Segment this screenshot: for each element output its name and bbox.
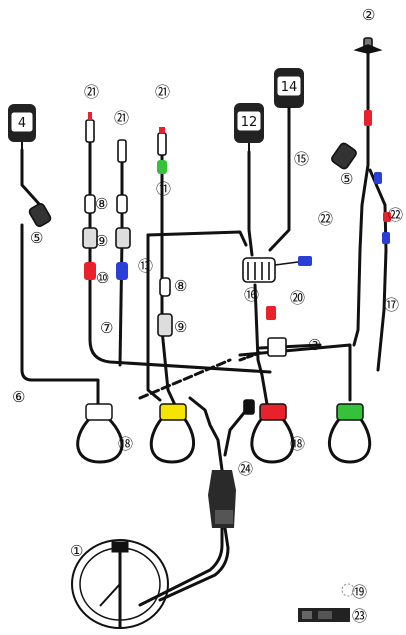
misc-marks <box>298 583 355 622</box>
label-6: ⑥ <box>12 388 25 406</box>
label-11: ⑪ <box>156 180 171 198</box>
label-17: ⑰ <box>384 296 399 314</box>
centrifuge-disc <box>71 539 169 629</box>
tubing-lines <box>20 48 388 607</box>
label-10: ⑩ <box>96 269 109 287</box>
label-5a: ⑤ <box>30 229 43 247</box>
label-9a: ⑨ <box>95 232 108 250</box>
label-7: ⑦ <box>100 319 113 337</box>
label-22b: ㉒ <box>388 206 403 224</box>
label-8b: ⑧ <box>174 277 187 295</box>
label-1: ① <box>70 542 83 560</box>
label-3: ③ <box>308 336 321 354</box>
pump-body <box>208 470 236 528</box>
label-13: ⑬ <box>138 257 153 275</box>
label-9b: ⑨ <box>174 318 187 336</box>
bag-number: 12 <box>241 115 258 130</box>
connectors <box>28 37 391 415</box>
label-18a: ⑱ <box>118 435 133 453</box>
label-16: ⑯ <box>244 286 259 304</box>
bag-number: 4 <box>18 116 26 131</box>
callout-labels: ① ② ③ ⑤ ⑤ ⑥ ⑦ ⑧ ⑧ ⑨ ⑨ ⑩ ⑪ ⑬ ⑮ ⑯ ⑰ ⑱ ⑱ ⑲ … <box>12 6 403 625</box>
label-22a: ㉒ <box>318 210 333 228</box>
label-19: ⑲ <box>352 583 367 601</box>
label-23: ㉓ <box>352 607 367 625</box>
label-24: ㉔ <box>238 460 253 478</box>
label-20: ⑳ <box>290 289 305 307</box>
tubing-loops <box>76 416 372 464</box>
bag-number: 14 <box>281 80 298 95</box>
bag-12: 12 <box>234 103 264 152</box>
label-18b: ⑱ <box>290 435 305 453</box>
label-8a: ⑧ <box>95 195 108 213</box>
bag-14: 14 <box>274 68 304 108</box>
loop-caps <box>85 403 364 421</box>
label-5b: ⑤ <box>340 170 353 188</box>
label-2: ② <box>362 6 375 24</box>
label-21b: ㉑ <box>114 109 129 127</box>
label-15: ⑮ <box>294 150 309 168</box>
label-21a: ㉑ <box>84 83 99 101</box>
bag-4: 4 <box>8 104 36 150</box>
label-21c: ㉑ <box>155 83 170 101</box>
